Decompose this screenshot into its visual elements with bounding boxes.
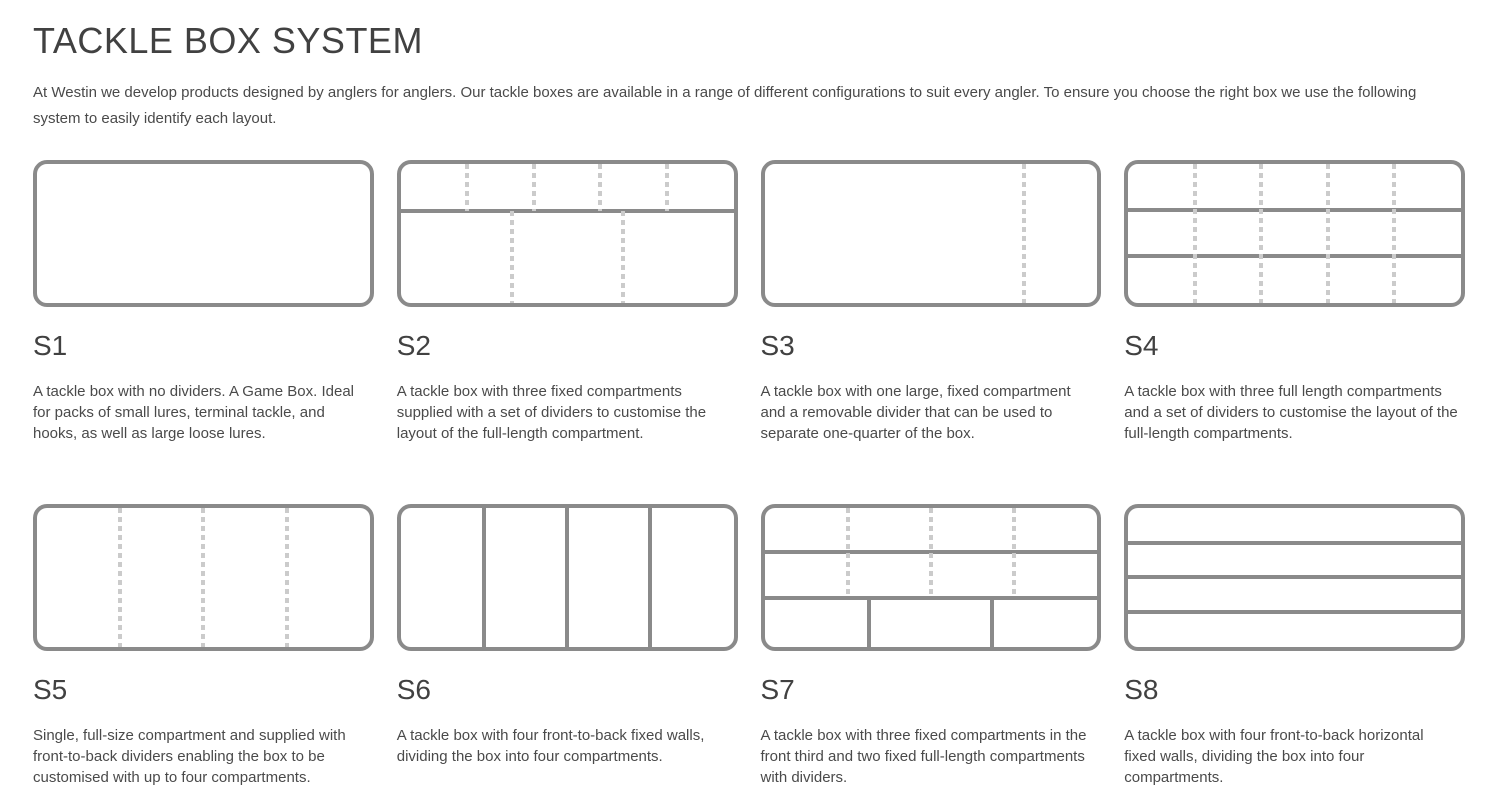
tackle-box-card-s4: S4 A tackle box with three full length c…: [1124, 160, 1465, 444]
box-code-label: S5: [33, 673, 68, 705]
page-title: TACKLE BOX SYSTEM: [33, 20, 423, 61]
removable-divider-line: [1392, 164, 1397, 303]
tackle-box-card-s1: S1 A tackle box with no dividers. A Game…: [33, 160, 374, 444]
box-description: A tackle box with no dividers. A Game Bo…: [33, 382, 355, 442]
box-description: Single, full-size compartment and suppli…: [33, 726, 346, 786]
removable-divider-line: [1259, 164, 1264, 303]
fixed-wall-line: [1128, 610, 1461, 615]
removable-divider-line: [531, 164, 536, 211]
box-code-label: S3: [760, 330, 795, 361]
fixed-wall-line: [867, 598, 872, 647]
tackle-box-diagram-s8: [1124, 503, 1465, 651]
tackle-box-diagram-s3: [760, 160, 1102, 307]
tackle-box-diagram-s7: [760, 503, 1102, 651]
tackle-box-card-s8: S8 A tackle box with four front-to-back …: [1124, 503, 1465, 788]
box-code-label: S8: [1124, 673, 1159, 705]
box-description: A tackle box with three fixed compartmen…: [760, 726, 1087, 786]
box-code-label: S6: [396, 673, 431, 705]
fixed-wall-line: [565, 507, 570, 647]
box-code-label: S1: [33, 330, 68, 361]
removable-divider-line: [1325, 164, 1330, 303]
removable-divider-line: [1192, 164, 1197, 303]
removable-divider-line: [284, 507, 289, 647]
tackle-box-diagram-s5: [33, 503, 374, 651]
removable-divider-line: [664, 164, 669, 211]
removable-divider-line: [201, 507, 206, 647]
fixed-wall-line: [400, 208, 734, 213]
removable-divider-line: [620, 210, 625, 303]
fixed-wall-line: [764, 596, 1098, 601]
tackle-box-card-s5: S5 Single, full-size compartment and sup…: [33, 503, 374, 788]
box-code-label: S7: [760, 673, 795, 705]
fixed-wall-line: [1128, 207, 1461, 212]
removable-divider-line: [845, 507, 850, 599]
fixed-wall-line: [1128, 253, 1461, 258]
removable-divider-line: [928, 507, 933, 599]
removable-divider-line: [509, 210, 514, 303]
box-code-label: S4: [1124, 330, 1159, 361]
removable-divider-line: [465, 164, 470, 211]
intro-text: At Westin we develop products designed b…: [33, 84, 1417, 127]
fixed-wall-line: [648, 507, 653, 647]
fixed-wall-line: [1128, 575, 1461, 580]
tackle-box-diagram-s4: [1124, 160, 1465, 307]
removable-divider-line: [598, 164, 603, 211]
removable-divider-line: [118, 507, 123, 647]
tackle-box-diagram-s1: [33, 160, 374, 307]
removable-divider-line: [1012, 507, 1017, 599]
tackle-box-grid: S1 A tackle box with no dividers. A Game…: [33, 160, 1465, 788]
tackle-box-card-s2: S2 A tackle box with three fixed compart…: [396, 160, 738, 444]
tackle-box-card-s3: S3 A tackle box with one large, fixed co…: [760, 160, 1102, 444]
fixed-wall-line: [990, 598, 995, 647]
box-description: A tackle box with four front-to-back fix…: [396, 726, 705, 765]
removable-divider-line: [1022, 164, 1027, 303]
box-description: A tackle box with four front-to-back hor…: [1124, 726, 1424, 786]
tackle-box-diagram-s6: [396, 503, 738, 651]
tackle-box-card-s6: S6 A tackle box with four front-to-back …: [396, 503, 738, 788]
tackle-box-card-s7: S7 A tackle box with three fixed compart…: [760, 503, 1102, 788]
tackle-box-diagram-s2: [396, 160, 738, 307]
box-description: A tackle box with one large, fixed compa…: [760, 382, 1071, 442]
box-description: A tackle box with three full length comp…: [1124, 382, 1458, 442]
box-code-label: S2: [396, 330, 431, 361]
tackle-box-system-page: TACKLE BOX SYSTEM At Westin we develop p…: [33, 20, 1465, 788]
fixed-wall-line: [1128, 540, 1461, 545]
fixed-wall-line: [481, 507, 486, 647]
box-description: A tackle box with three fixed compartmen…: [396, 382, 707, 442]
